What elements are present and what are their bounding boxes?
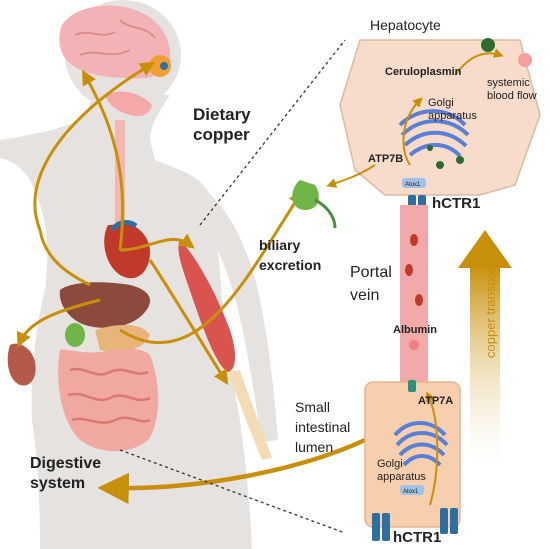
label-hctr1-bottom: hCTR1 (393, 529, 441, 546)
red-blood-cells (405, 234, 423, 350)
labels: Dietary copper Hepatocyte Ceruloplasmin … (30, 17, 537, 546)
label-copper-transport: copper transport (483, 263, 498, 358)
label-atp7a: ATP7A (418, 395, 453, 407)
zoom-line-bottom (119, 449, 346, 534)
label-systemic-2: blood flow (487, 90, 537, 102)
portal-vein (400, 205, 428, 385)
liver (59, 282, 150, 328)
label-small-1: Small (295, 399, 330, 415)
label-small-3: lumen (295, 439, 333, 455)
label-ceruloplasmin: Ceruloplasmin (385, 66, 462, 78)
kidney (7, 343, 36, 386)
biliary-gallbladder (292, 180, 319, 210)
copper-transport-arrow (458, 230, 512, 465)
atox1-top-chip (402, 178, 426, 188)
muscle (178, 240, 236, 372)
label-hepatocyte: Hepatocyte (370, 17, 441, 33)
hctr1-transporter-bottom-right (440, 508, 458, 534)
intestines (58, 348, 159, 452)
label-biliary-2: excretion (259, 257, 321, 273)
label-portal-2: vein (350, 287, 379, 304)
label-hctr1-top: hCTR1 (432, 195, 480, 212)
distribution-arrows (16, 61, 366, 505)
heart (104, 224, 150, 279)
label-portal-1: Portal (350, 264, 392, 281)
label-atox1-bottom: Atox1 (403, 489, 419, 495)
label-golgi-top-1: Golgi (428, 97, 454, 109)
label-digestive-2: system (30, 475, 85, 492)
label-small-2: intestinal (295, 419, 350, 435)
label-dietary-1: Dietary (193, 105, 251, 124)
copper-particles-hepatocyte (416, 38, 532, 186)
arm-silhouette (200, 190, 278, 442)
gallbladder (65, 323, 85, 347)
label-dietary-2: copper (193, 125, 250, 144)
mouth-cavity (105, 91, 152, 117)
label-digestive-1: Digestive (30, 455, 101, 472)
label-systemic-1: systemic (487, 77, 530, 89)
label-atp7b: ATP7B (368, 153, 403, 165)
pancreas (95, 325, 150, 352)
bone (228, 370, 272, 460)
golgi-top (398, 109, 470, 158)
hctr1-transporter-bottom-left (372, 513, 390, 541)
label-biliary-1: biliary (259, 237, 300, 253)
atp7a-transporter (408, 380, 416, 392)
label-atox1-top: Atox1 (405, 182, 421, 188)
label-albumin: Albumin (393, 324, 437, 336)
label-golgi-bot-1: Golgi (377, 458, 403, 470)
label-golgi-bot-2: apparatus (377, 471, 426, 483)
label-golgi-top-2: apparatus (428, 110, 477, 122)
brain (59, 5, 171, 79)
atox1-bottom-chip (400, 485, 424, 495)
